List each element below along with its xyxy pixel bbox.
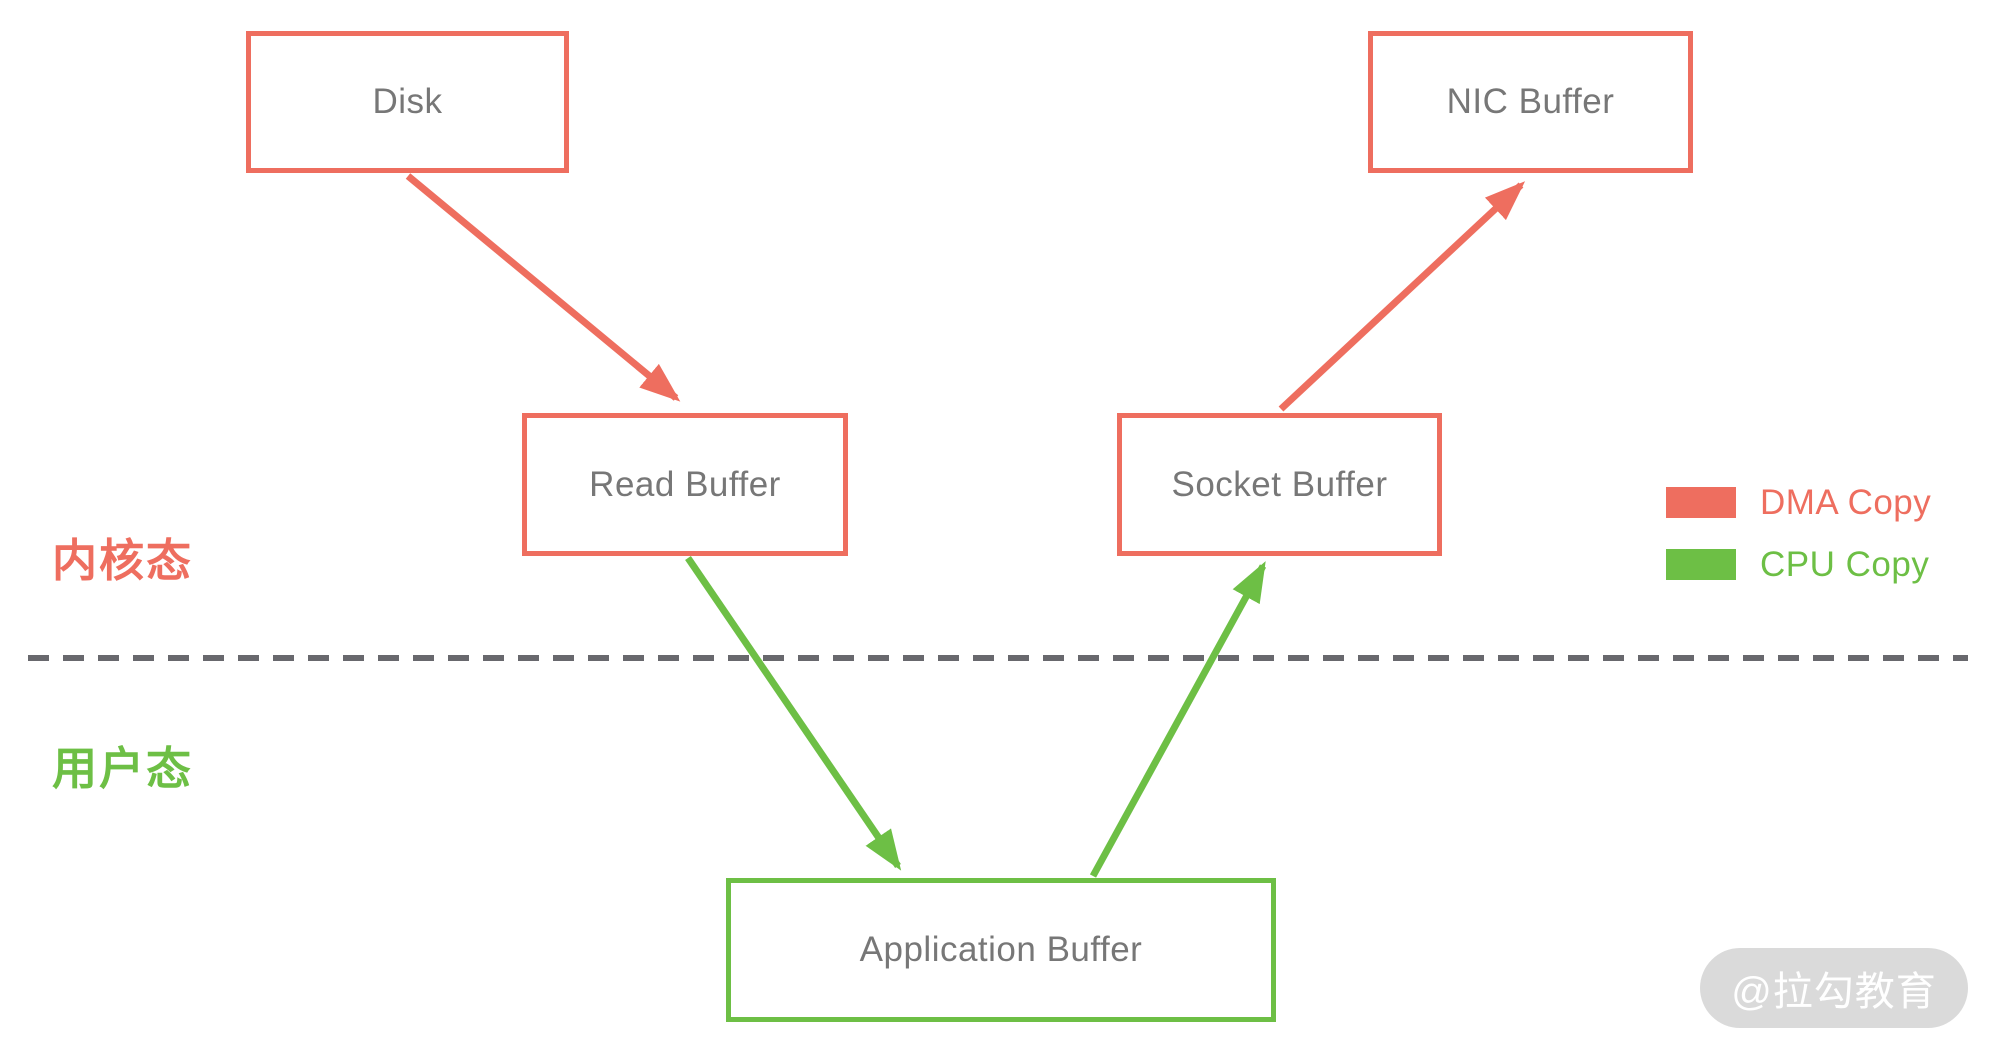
node-nic-buffer-label: NIC Buffer — [1446, 82, 1615, 121]
dma-copy-color-swatch — [1666, 487, 1736, 518]
node-socket-buffer: Socket Buffer — [1117, 413, 1442, 556]
kernel-mode-label: 内核态 — [52, 535, 194, 586]
cpu-copy-color-swatch — [1666, 549, 1736, 580]
legend-item-cpu-copy: CPU Copy — [1666, 545, 1931, 584]
node-read-buffer-label: Read Buffer — [589, 464, 781, 504]
node-read-buffer: Read Buffer — [522, 413, 848, 556]
user-mode-label: 用户态 — [52, 743, 194, 794]
node-application-buffer: Application Buffer — [726, 878, 1276, 1022]
cpu-arrow-application-buffer-to-socket-buffer — [1089, 561, 1267, 878]
node-nic-buffer: NIC Buffer — [1368, 31, 1693, 173]
node-disk: Disk — [246, 31, 569, 173]
legend-item-dma-copy: DMA Copy — [1666, 483, 1931, 522]
legend: DMA Copy CPU Copy — [1666, 483, 1931, 584]
dma-arrow-disk-to-read-buffer — [405, 173, 681, 402]
watermark-badge: @拉勾教育 — [1700, 948, 1968, 1028]
dma-copy-legend-label: DMA Copy — [1760, 482, 1932, 522]
node-socket-buffer-label: Socket Buffer — [1171, 464, 1388, 504]
dma-arrow-socket-buffer-to-nic-buffer — [1278, 181, 1526, 412]
node-disk-label: Disk — [372, 82, 443, 121]
cpu-copy-legend-label: CPU Copy — [1760, 544, 1930, 584]
cpu-arrow-read-buffer-to-application-buffer — [685, 556, 902, 871]
node-application-buffer-label: Application Buffer — [859, 930, 1143, 969]
